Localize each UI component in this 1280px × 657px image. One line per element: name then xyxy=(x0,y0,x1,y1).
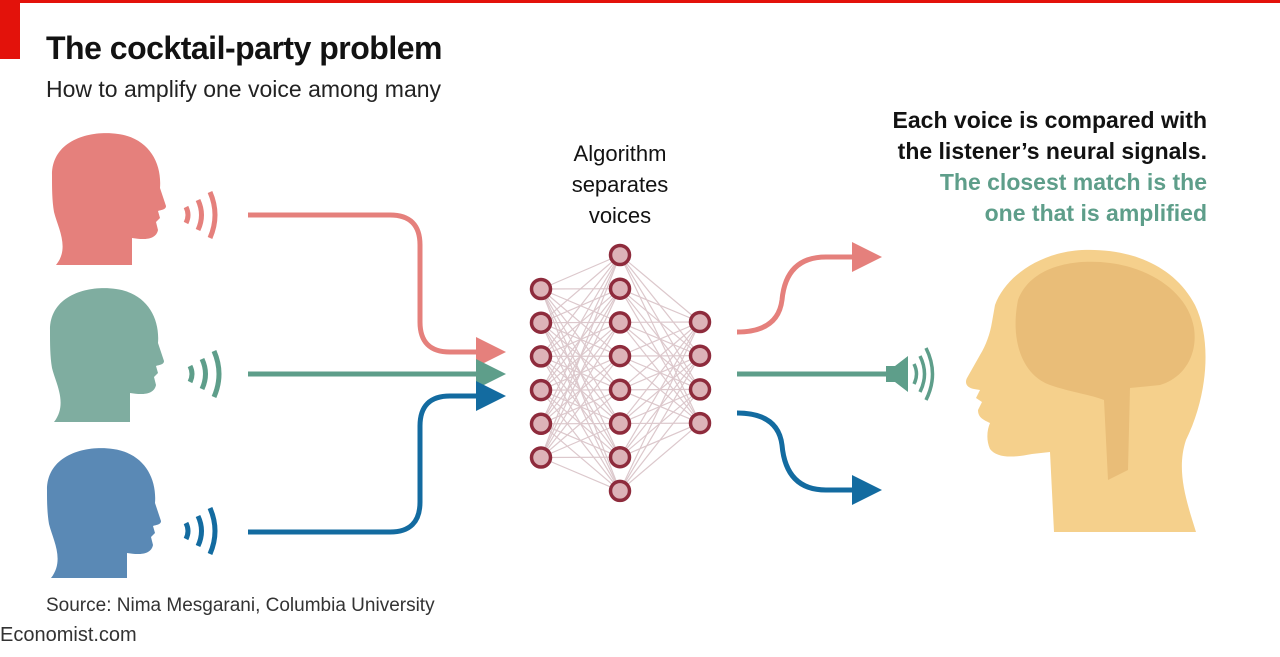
brand-footer: Economist.com xyxy=(0,624,137,646)
network-edge xyxy=(540,254,621,391)
network-node-layer-1 xyxy=(529,378,553,402)
algorithm-label-line-2: separates xyxy=(571,172,669,197)
page-subtitle: How to amplify one voice among many xyxy=(46,76,442,102)
network-edge xyxy=(619,355,701,492)
speaker-icon xyxy=(886,347,935,401)
outcome-line-4: one that is amplified xyxy=(984,200,1207,226)
network-node-layer-2 xyxy=(608,479,632,503)
network-edge xyxy=(619,422,701,492)
network-edges xyxy=(540,254,701,492)
network-edge xyxy=(540,456,621,492)
network-nodes xyxy=(529,243,712,503)
outcome-annotation: Each voice is compared with the listener… xyxy=(787,105,1207,229)
network-node-layer-1 xyxy=(529,446,553,469)
network-edge xyxy=(540,254,621,357)
network-node-layer-3 xyxy=(688,411,712,435)
network-edge xyxy=(540,254,621,290)
network-edge xyxy=(540,389,621,458)
network-edge xyxy=(540,422,621,459)
speaker-head-blue xyxy=(47,448,161,578)
network-edge xyxy=(540,254,621,324)
network-edge xyxy=(619,254,701,323)
network-edge xyxy=(619,321,701,458)
network-edge xyxy=(619,321,701,357)
network-node-layer-2 xyxy=(608,311,632,334)
network-edge xyxy=(619,321,701,424)
network-node-layer-1 xyxy=(529,345,553,368)
speaker-head-green xyxy=(50,288,164,422)
network-edge xyxy=(540,322,621,458)
network-node-layer-3 xyxy=(688,310,712,334)
network-node-layer-2 xyxy=(608,277,632,300)
brain-icon xyxy=(1015,261,1195,480)
network-edge xyxy=(540,254,621,425)
sound-waves-green-icon xyxy=(187,350,222,398)
network-node-layer-2 xyxy=(608,445,632,469)
input-arrow-blue xyxy=(248,381,506,535)
outcome-line-1: Each voice is compared with xyxy=(892,107,1207,133)
output-arrow-blue xyxy=(736,410,882,505)
network-edge xyxy=(619,288,701,323)
outcome-line-3: The closest match is the xyxy=(939,169,1207,195)
top-rule xyxy=(0,0,1280,3)
network-node-layer-2 xyxy=(608,344,632,368)
source-note: Source: Nima Mesgarani, Columbia Univers… xyxy=(46,595,435,616)
algorithm-label: Algorithm separates voices xyxy=(540,138,700,231)
network-node-layer-2 xyxy=(608,243,632,267)
network-edge xyxy=(619,389,701,492)
output-arrow-red xyxy=(736,242,882,335)
brand-tab xyxy=(0,3,20,59)
outcome-line-2: the listener’s neural signals. xyxy=(897,138,1207,164)
speaker-head-red xyxy=(52,133,166,265)
network-node-layer-3 xyxy=(688,378,712,401)
network-node-layer-1 xyxy=(529,277,553,301)
sound-waves-red-icon xyxy=(183,191,218,239)
network-edge xyxy=(540,254,621,458)
network-edge xyxy=(619,321,701,492)
network-edge xyxy=(540,288,621,458)
network-edge xyxy=(619,321,701,391)
network-edge xyxy=(540,355,621,458)
network-node-layer-3 xyxy=(688,344,712,367)
network-node-layer-2 xyxy=(608,412,632,435)
page-title: The cocktail-party problem xyxy=(46,30,442,66)
network-node-layer-1 xyxy=(529,311,553,334)
input-arrow-red xyxy=(248,212,506,367)
network-node-layer-1 xyxy=(529,412,553,436)
network-node-layer-2 xyxy=(608,378,632,402)
algorithm-label-line-3: voices xyxy=(588,203,652,228)
algorithm-label-line-1: Algorithm xyxy=(573,141,667,166)
sound-waves-blue-icon xyxy=(183,507,218,555)
